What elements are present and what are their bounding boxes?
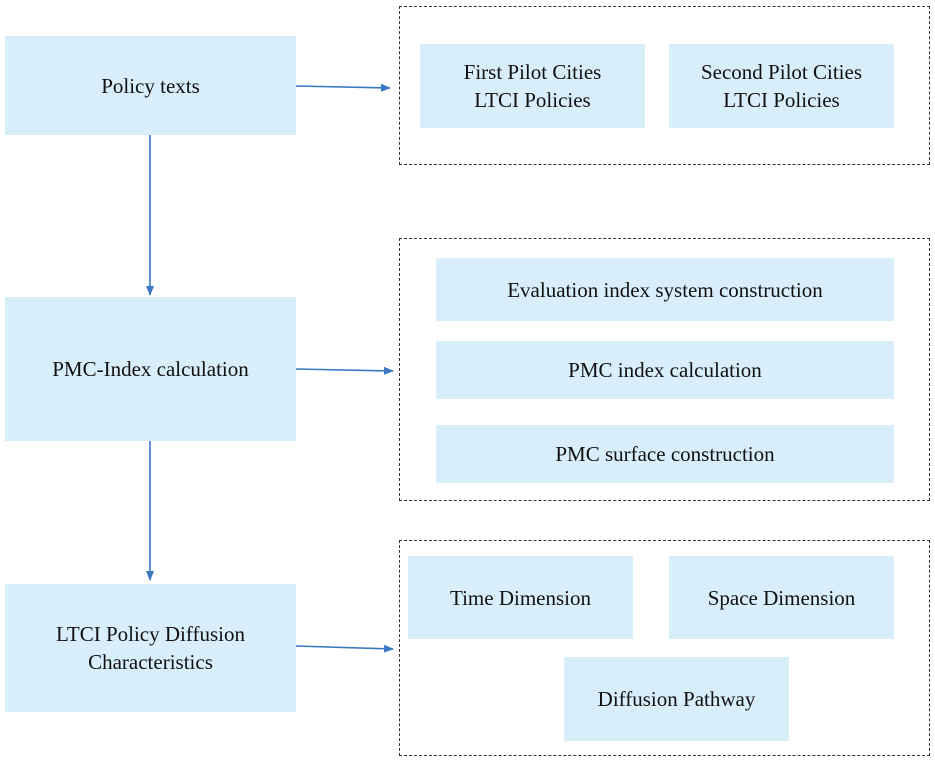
second-pilot-cities-label-line-1: Second Pilot Cities	[700, 60, 862, 84]
evaluation-index-label: Evaluation index system construction	[507, 277, 823, 302]
policy-texts-box: Policy texts	[5, 36, 296, 135]
arrow-pmc-index-to-subtasks	[295, 366, 394, 375]
pmc-index-calc-sub-label: PMC index calculation	[568, 358, 762, 382]
pmc-index-calculation-box: PMC-Index calculation	[5, 297, 296, 441]
diffusion-characteristics-box: LTCI Policy Diffusion Characteristics	[5, 584, 296, 712]
pmc-surface-label: PMC surface construction	[555, 442, 775, 466]
diffusion-characteristics-label-line-1: LTCI Policy Diffusion	[55, 622, 245, 646]
diffusion-pathway-label: Diffusion Pathway	[597, 687, 756, 711]
time-dimension-label: Time Dimension	[450, 585, 591, 610]
evaluation-index-box: Evaluation index system construction	[436, 258, 894, 321]
time-dimension-box: Time Dimension	[408, 556, 633, 639]
policy-texts-group	[399, 6, 930, 165]
pmc-index-calculation-label: PMC-Index calculation	[52, 357, 249, 381]
pmc-surface-box: PMC surface construction	[436, 425, 894, 483]
arrow-policy-to-pilot-cities	[295, 83, 391, 92]
space-dimension-label: Space Dimension	[707, 585, 856, 610]
diffusion-group	[399, 540, 930, 756]
first-pilot-cities-label-line-2: LTCI Policies	[474, 88, 591, 112]
pmc-index-calc-sub-box: PMC index calculation	[436, 341, 894, 399]
pmc-index-group	[399, 238, 930, 501]
second-pilot-cities-box: Second Pilot Cities LTCI Policies	[669, 44, 894, 128]
first-pilot-cities-box: First Pilot Cities LTCI Policies	[420, 44, 645, 128]
arrow-diffusion-to-dimensions	[295, 644, 394, 653]
second-pilot-cities-label-line-2: LTCI Policies	[723, 88, 840, 112]
space-dimension-box: Space Dimension	[669, 556, 894, 639]
diffusion-pathway-box: Diffusion Pathway	[564, 657, 789, 741]
diffusion-characteristics-label-line-2: Characteristics	[88, 650, 213, 674]
policy-texts-label: Policy texts	[101, 73, 200, 98]
first-pilot-cities-label-line-1: First Pilot Cities	[463, 60, 602, 84]
